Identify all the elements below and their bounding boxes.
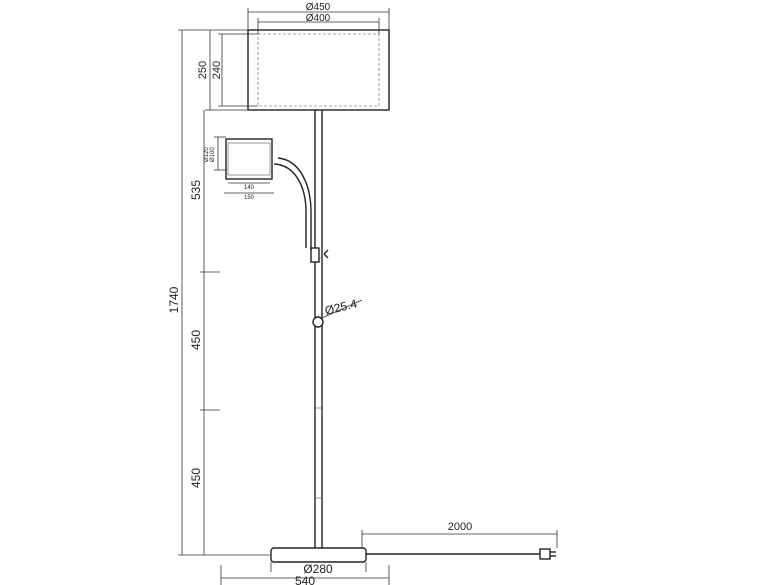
switch [310, 247, 329, 263]
cable: 2000 [361, 521, 558, 560]
base-dimensions: Ø280 540 [220, 562, 390, 585]
base-diameter-label: Ø280 [303, 562, 333, 576]
main-shade [247, 29, 390, 111]
reading-shade-inner-label: Ø100 [210, 147, 216, 162]
shade-outer-height-label: 250 [197, 61, 209, 79]
shade-diameter-dimension: Ø450 Ø400 [247, 2, 390, 34]
base-span-label: 540 [295, 574, 315, 585]
reading-arm-height-label: 535 [189, 180, 203, 200]
pole [314, 110, 323, 548]
total-height-label: 1740 [167, 286, 181, 313]
reading-shade-width-inner-label: 140 [244, 185, 255, 191]
lower-segment-label: 450 [189, 468, 203, 488]
shade-inner-diameter-label: Ø400 [306, 13, 331, 24]
cable-length-label: 2000 [448, 521, 472, 533]
reading-arm [273, 157, 312, 250]
pole-diameter-callout: Ø25.4 [312, 296, 363, 328]
shade-outer-diameter-label: Ø450 [306, 2, 331, 13]
shade-inner-height-label: 240 [211, 61, 223, 79]
upper-segment-label: 450 [189, 330, 203, 350]
pole-diameter-label: Ø25.4 [323, 296, 358, 318]
reading-shade-width-outer-label: 150 [244, 195, 255, 201]
base [270, 547, 367, 563]
reading-shade-outer-label: Ø120 [204, 147, 210, 162]
reading-shade: Ø120 Ø100 140 150 [204, 136, 274, 201]
vertical-dimensions: 1740 250 240 535 450 450 [167, 29, 270, 556]
